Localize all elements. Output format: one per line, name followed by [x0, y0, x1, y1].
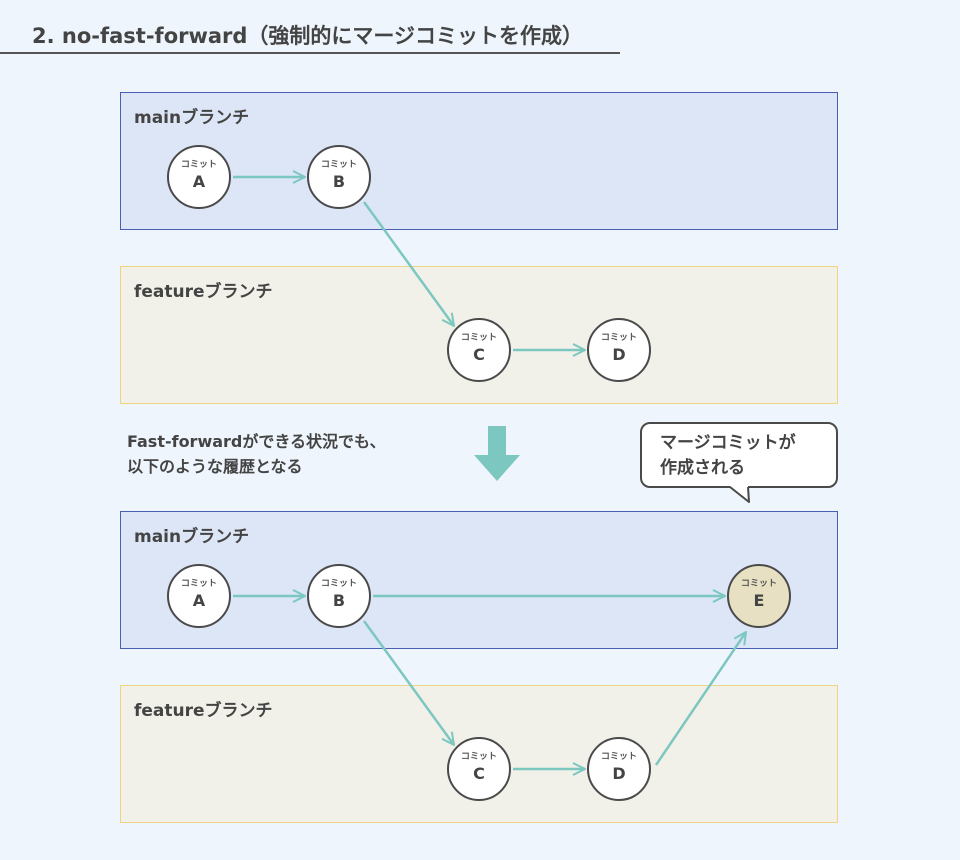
commit-id: D [612, 764, 626, 783]
commit-id: A [192, 172, 206, 191]
transition-note: Fast-forwardができる状況でも、 以下のような履歴となる [127, 429, 386, 479]
transition-note-line: 以下のような履歴となる [127, 457, 303, 476]
edge-b-c [362, 201, 454, 326]
commit-id: C [473, 764, 485, 783]
transition-note-line: Fast-forwardができる状況でも、 [127, 432, 386, 451]
commit-label: コミット [740, 579, 777, 589]
commit-node-c: コミット C [447, 318, 511, 382]
merge-commit-callout: マージコミットが 作成される [640, 422, 838, 488]
callout-tail [729, 486, 750, 503]
page-title: 2. no-fast-forward（強制的にマージコミットを作成） [32, 24, 584, 48]
commit-label: コミット [180, 160, 217, 170]
commit-id: C [473, 345, 485, 364]
commit-id: D [612, 345, 626, 364]
title-underline [0, 52, 620, 54]
commit-label: コミット [180, 579, 217, 589]
commit-node-b: コミット B [307, 564, 371, 628]
merge-commit-node-e: コミット E [727, 564, 791, 628]
commit-label: コミット [320, 579, 357, 589]
edge-b-c [362, 620, 454, 745]
commit-node-b: コミット B [307, 145, 371, 209]
commit-id: B [332, 172, 346, 191]
feature-branch-label: featureブランチ [134, 282, 273, 302]
commit-node-a: コミット A [167, 145, 231, 209]
down-arrow-icon [474, 426, 520, 481]
commit-label: コミット [460, 752, 497, 762]
commit-label: コミット [600, 333, 637, 343]
commit-label: コミット [600, 752, 637, 762]
callout-line: 作成される [660, 458, 745, 478]
commit-label: コミット [320, 160, 357, 170]
commit-label: コミット [460, 333, 497, 343]
feature-branch-label: featureブランチ [134, 701, 273, 721]
commit-id: A [192, 591, 206, 610]
commit-node-d: コミット D [587, 737, 651, 801]
main-branch-lane-after: mainブランチ [120, 511, 838, 649]
commit-node-d: コミット D [587, 318, 651, 382]
callout-line: マージコミットが [660, 433, 796, 453]
main-branch-label: mainブランチ [134, 527, 250, 547]
commit-id: B [332, 591, 346, 610]
commit-node-a: コミット A [167, 564, 231, 628]
commit-node-c: コミット C [447, 737, 511, 801]
edge-d-e [654, 632, 746, 766]
main-branch-lane-before: mainブランチ [120, 92, 838, 230]
main-branch-label: mainブランチ [134, 108, 250, 128]
commit-id: E [753, 591, 765, 610]
